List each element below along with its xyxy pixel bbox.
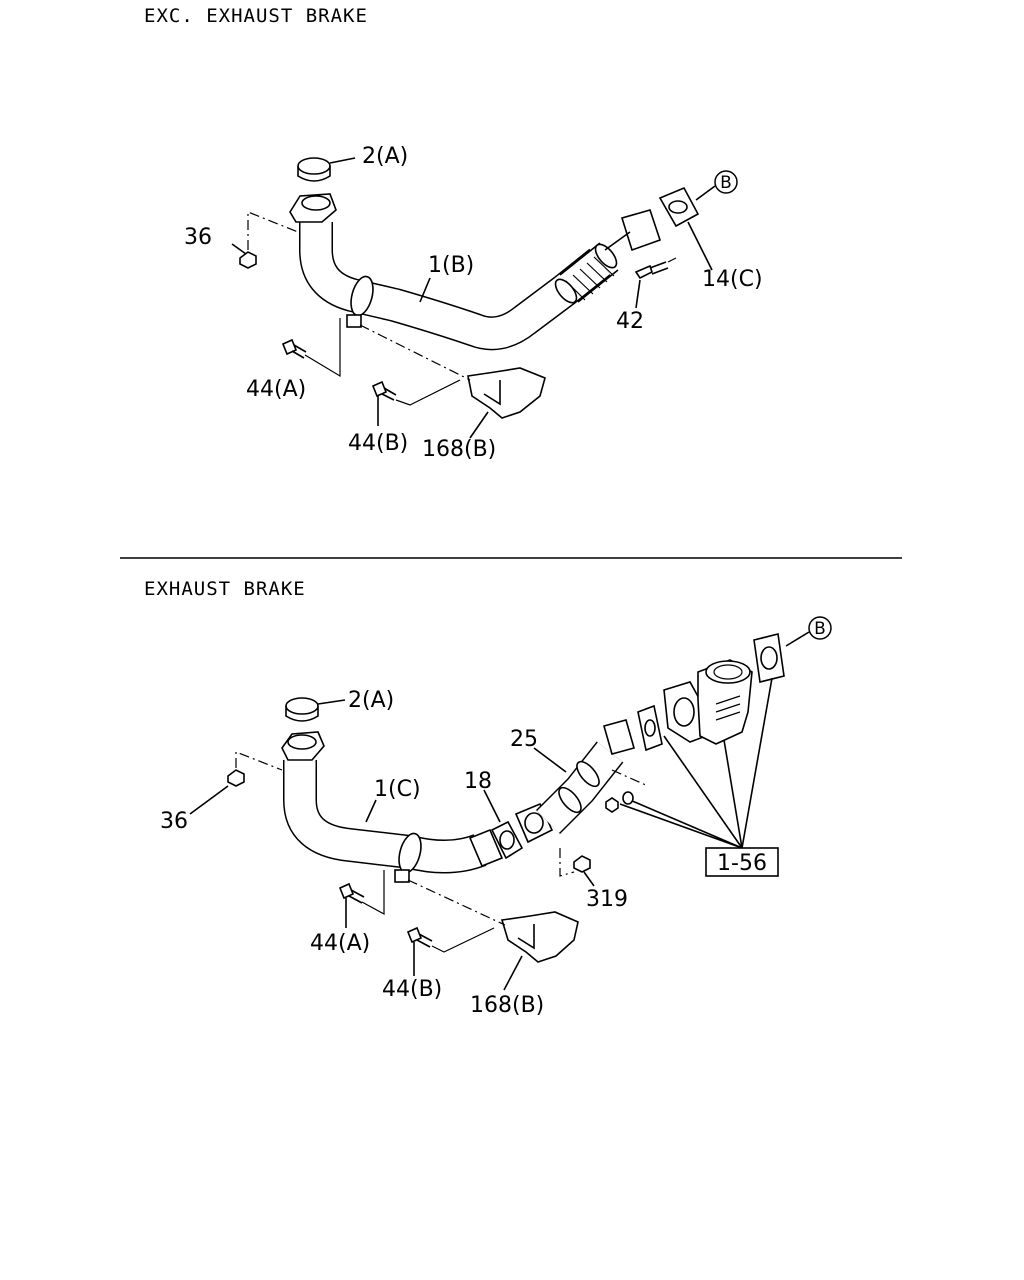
top-bolt-42: [634, 257, 677, 309]
top-gasket-2a: [297, 157, 356, 182]
bottom-bolt-44a: [338, 870, 385, 928]
bottom-gasket-18: [483, 789, 524, 860]
label-2a-top: 2(A): [362, 144, 408, 169]
label-18: 18: [464, 769, 492, 794]
label-319: 319: [586, 887, 628, 912]
bottom-ref-box-leaders: [605, 677, 773, 849]
label-1c: 1(C): [374, 777, 421, 802]
label-14c: 14(C): [702, 267, 763, 292]
top-front-pipe-assembly: [289, 193, 662, 351]
bottom-pipe-25: [514, 719, 635, 844]
bottom-bracket-168b: [407, 879, 579, 991]
label-25: 25: [510, 727, 538, 752]
bottom-bolt-44b: [406, 926, 495, 976]
svg-text:B: B: [720, 173, 732, 193]
bottom-gasket-2a: [285, 697, 346, 722]
label-36-top: 36: [184, 225, 212, 250]
label-44a-bottom: 44(A): [310, 931, 370, 956]
bottom-nut-36: [189, 751, 283, 815]
bottom-exhaust-brake-unit: [637, 633, 785, 752]
section-title-exhaust-brake: EXHAUST BRAKE: [144, 578, 306, 600]
label-44a-top: 44(A): [246, 377, 306, 402]
bottom-ref-marker-b: B: [785, 616, 832, 647]
label-42: 42: [616, 309, 644, 334]
bottom-nut-319: [559, 848, 595, 887]
top-gasket-14c: [658, 186, 713, 271]
svg-text:1-56: 1-56: [717, 851, 767, 876]
svg-text:B: B: [814, 619, 826, 639]
top-bolt-44b: [371, 379, 461, 426]
label-1b: 1(B): [428, 253, 474, 278]
top-bracket-168b: [359, 324, 546, 439]
label-36-bottom: 36: [160, 809, 188, 834]
ref-box-1-56: 1-56: [705, 847, 779, 877]
bottom-front-pipe-assembly: [281, 731, 504, 883]
label-168b-top: 168(B): [422, 437, 496, 462]
top-nut-36: [239, 211, 299, 269]
label-44b-top: 44(B): [348, 431, 408, 456]
section-title-exc-exhaust-brake: EXC. EXHAUST BRAKE: [144, 5, 368, 27]
label-44b-bottom: 44(B): [382, 977, 442, 1002]
label-2a-bottom: 2(A): [348, 688, 394, 713]
top-ref-marker-b: B: [695, 170, 738, 201]
top-bolt-44a: [281, 318, 341, 378]
label-168b-bottom: 168(B): [470, 993, 544, 1018]
